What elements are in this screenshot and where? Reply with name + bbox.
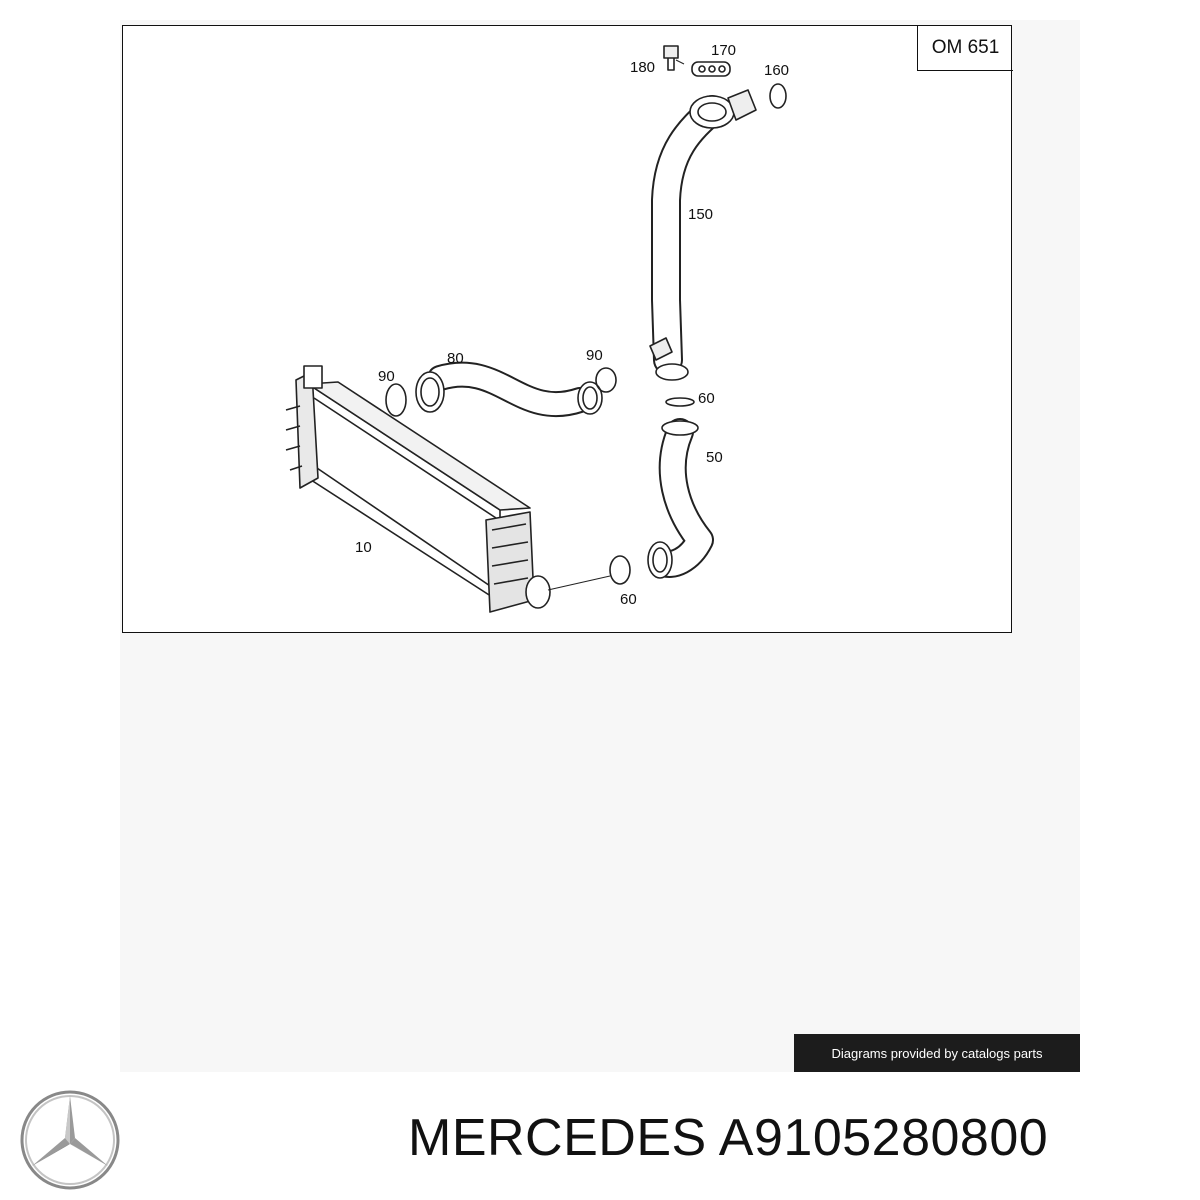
- callout-160: 160: [764, 62, 789, 79]
- o-ring-90-right: [595, 367, 617, 393]
- pipe-150-part: [649, 89, 757, 381]
- callout-10: 10: [355, 539, 372, 556]
- o-ring-60-upper: [665, 397, 695, 407]
- part-number: A9105280800: [718, 1109, 1049, 1167]
- leader-line-intercooler: [547, 575, 611, 591]
- diagram-credit-banner: Diagrams provided by catalogs parts: [794, 1034, 1080, 1072]
- diagram-frame: [122, 25, 1012, 633]
- callout-50: 50: [706, 449, 723, 466]
- hose-80-part: [415, 361, 603, 418]
- seal-160: [769, 83, 787, 109]
- screw-180: [663, 45, 679, 71]
- callout-60-upper: 60: [698, 390, 715, 407]
- callout-80: 80: [447, 350, 464, 367]
- o-ring-60-lower: [609, 555, 631, 585]
- hose-50-part: [647, 418, 714, 579]
- mercedes-star-logo: [20, 1090, 120, 1190]
- callout-150: 150: [688, 206, 713, 223]
- gasket-170: [691, 61, 731, 77]
- callout-60-lower: 60: [620, 591, 637, 608]
- callout-90-left: 90: [378, 368, 395, 385]
- footer-part-heading: MERCEDES A9105280800: [408, 1108, 1048, 1168]
- intercooler-part: [285, 365, 551, 613]
- callout-180: 180: [630, 59, 655, 76]
- o-ring-90-left: [385, 383, 407, 417]
- brand-name: MERCEDES: [408, 1109, 707, 1167]
- callout-170: 170: [711, 42, 736, 59]
- engine-code-label: OM 651: [917, 25, 1013, 71]
- callout-90-right: 90: [586, 347, 603, 364]
- leader-line-180: [675, 59, 685, 65]
